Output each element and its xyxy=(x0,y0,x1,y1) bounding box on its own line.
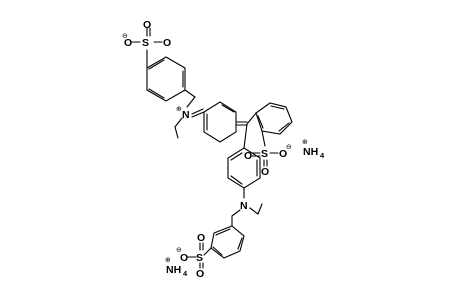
nitrogen-lower: N xyxy=(240,200,248,212)
bond-central-phenyl xyxy=(246,112,257,125)
positive-charge-n: ⊕ xyxy=(176,105,182,113)
sulfur-atom-bottom: S xyxy=(196,252,203,264)
ammonium-left: ⊕ NH 4 xyxy=(165,256,188,278)
ammonium-left-label: NH xyxy=(166,264,181,276)
sulfur-atom-top: S xyxy=(142,37,149,49)
ammonium-right-label: NH xyxy=(303,146,318,158)
bond-ch2-top xyxy=(184,89,196,98)
oxygen-anion-top: O xyxy=(124,37,132,49)
amine-nitrogen-group: N xyxy=(231,200,263,227)
oxygen-top-right: O xyxy=(163,37,171,49)
negative-charge-top: ⊖ xyxy=(122,32,128,40)
nitrogen-plus: N xyxy=(182,109,190,121)
oxygen-right-left: O xyxy=(244,150,252,162)
oxygen-top-up: O xyxy=(143,19,151,31)
ammonium-left-subscript: 4 xyxy=(183,269,188,278)
negative-charge-bottom: ⊖ xyxy=(176,246,182,254)
ring-sulfophenyl-right xyxy=(255,102,293,135)
iminium-nitrogen-group: N ⊕ xyxy=(174,105,190,139)
oxygen-bottom-down: O xyxy=(196,268,204,280)
oxygen-right-down: O xyxy=(261,166,269,178)
sulfur-atom-right: S xyxy=(261,148,268,160)
ammonium-right: ⊕ NH 4 xyxy=(302,138,325,160)
ring-top-sulfobenzyl xyxy=(146,56,186,102)
ring-bottom-sulfobenzyl xyxy=(210,225,245,259)
bond-ch2-n-top xyxy=(186,96,196,108)
sulfonate-right: S O O ⊖ O xyxy=(244,130,292,178)
sulfonate-bottom: S O O ⊖ O xyxy=(176,232,212,280)
oxygen-bottom-up: O xyxy=(197,232,205,244)
ring-quinoid xyxy=(191,101,237,143)
positive-charge-nh4-right: ⊕ xyxy=(302,138,308,146)
positive-charge-nh4-left: ⊕ xyxy=(165,256,171,264)
negative-charge-right: ⊖ xyxy=(286,143,292,151)
oxygen-anion-right: O xyxy=(279,148,287,160)
sulfonate-top: S O ⊖ O O xyxy=(122,19,171,69)
oxygen-anion-bottom: O xyxy=(180,252,188,264)
bond-central-lower xyxy=(243,123,248,149)
ammonium-right-subscript: 4 xyxy=(320,151,325,160)
